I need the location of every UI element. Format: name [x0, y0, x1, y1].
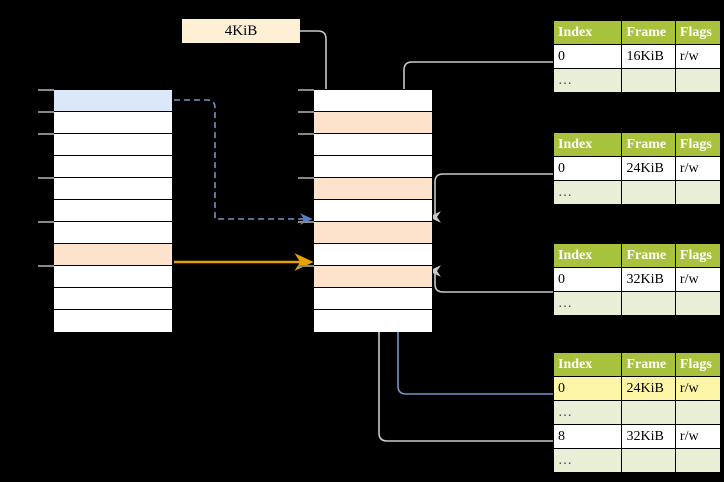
column-header-flags: Flags [674, 243, 722, 268]
column-header-index: Index [552, 132, 623, 157]
column-header-flags: Flags [674, 20, 722, 45]
offset-chip-label: 4KiB [224, 22, 258, 39]
virtual-page-row-2 [54, 134, 172, 156]
cell-flags: r/w [674, 424, 722, 449]
cell-frame: 24KiB [621, 156, 676, 181]
virtual-page-row-6 [54, 222, 172, 244]
grid-tick [298, 89, 314, 91]
column-header-frame: Frame [621, 20, 676, 45]
cell-frame [621, 400, 676, 425]
grid-tick [298, 221, 314, 223]
column-header-frame: Frame [621, 243, 676, 268]
table-row: … [552, 448, 722, 473]
table-row: … [552, 400, 722, 425]
column-header-index: Index [552, 352, 623, 377]
cell-frame: 16KiB [621, 44, 676, 69]
cell-frame [621, 68, 676, 93]
cell-frame [621, 291, 676, 316]
column-header-flags: Flags [674, 352, 722, 377]
table-row: … [552, 291, 722, 316]
cell-flags [674, 291, 722, 316]
column-header-frame: Frame [621, 132, 676, 157]
physical-frame-row-8 [314, 266, 432, 288]
virtual-page-row-8 [54, 266, 172, 288]
cell-index: 8 [552, 424, 623, 449]
physical-frame-row-6 [314, 222, 432, 244]
physical-frame-row-1 [314, 112, 432, 134]
grid-tick [38, 221, 54, 223]
cell-index: 0 [552, 44, 623, 69]
virtual-page-row-7 [54, 244, 172, 266]
grid-tick [298, 111, 314, 113]
physical-frame-row-7 [314, 244, 432, 266]
cell-flags [674, 448, 722, 473]
physical-frame-row-3 [314, 156, 432, 178]
physical-frame-row-2 [314, 134, 432, 156]
cell-flags: r/w [674, 156, 722, 181]
cell-flags [674, 400, 722, 425]
cell-index: 0 [552, 376, 623, 401]
column-header-frame: Frame [621, 352, 676, 377]
physical-memory-grid [313, 89, 433, 332]
column-header-index: Index [552, 20, 623, 45]
cell-frame [621, 448, 676, 473]
cell-flags: r/w [674, 267, 722, 292]
cell-index: … [552, 180, 623, 205]
cell-index: 0 [552, 156, 623, 181]
grid-tick [298, 265, 314, 267]
grid-tick [298, 177, 314, 179]
offset-chip: 4KiB [182, 19, 300, 43]
virtual-page-row-5 [54, 200, 172, 222]
cell-index: … [552, 400, 623, 425]
table-row: … [552, 68, 722, 93]
cell-frame: 32KiB [621, 424, 676, 449]
grid-tick [38, 177, 54, 179]
column-header-index: Index [552, 243, 623, 268]
cell-flags [674, 180, 722, 205]
physical-frame-row-4 [314, 178, 432, 200]
cell-flags: r/w [674, 376, 722, 401]
cell-index: 0 [552, 267, 623, 292]
cell-flags: r/w [674, 44, 722, 69]
physical-frame-row-10 [314, 310, 432, 332]
cell-frame: 32KiB [621, 267, 676, 292]
virtual-page-row-10 [54, 310, 172, 332]
cell-index: … [552, 291, 623, 316]
cell-frame: 24KiB [621, 376, 676, 401]
virtual-page-row-0 [54, 90, 172, 112]
virtual-page-row-9 [54, 288, 172, 310]
physical-frame-row-5 [314, 200, 432, 222]
grid-tick [38, 133, 54, 135]
cell-frame [621, 180, 676, 205]
virtual-page-row-4 [54, 178, 172, 200]
grid-tick [298, 133, 314, 135]
cell-flags [674, 68, 722, 93]
grid-tick [38, 89, 54, 91]
table-row: … [552, 180, 722, 205]
column-header-flags: Flags [674, 132, 722, 157]
grid-tick [38, 265, 54, 267]
cell-index: … [552, 448, 623, 473]
virtual-page-row-3 [54, 156, 172, 178]
physical-frame-row-9 [314, 288, 432, 310]
physical-frame-row-0 [314, 90, 432, 112]
virtual-address-space-grid [53, 89, 173, 332]
virtual-page-row-1 [54, 112, 172, 134]
grid-tick [38, 111, 54, 113]
cell-index: … [552, 68, 623, 93]
